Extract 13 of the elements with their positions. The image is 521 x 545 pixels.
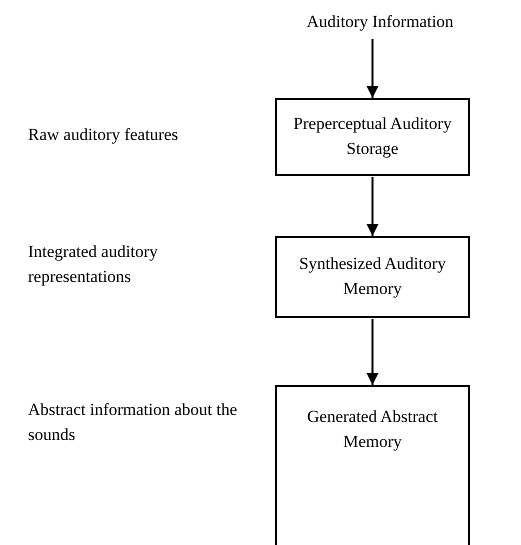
side-label: Abstract information about the sounds [28,399,238,446]
arrow [366,177,378,236]
node-text: Auditory Information [306,10,454,33]
node-text: Generated Abstract Memory [306,406,439,453]
side-label: Integrated auditory representations [28,241,159,288]
arrow [366,39,378,98]
process-box [275,236,470,318]
side-label: Raw auditory features [28,124,180,146]
process-box [275,98,470,176]
arrow [366,319,378,385]
node-text: Synthesized Auditory Memory [298,253,447,300]
node-text: Preperceptual Auditory Storage [292,113,453,160]
process-box [275,385,470,545]
